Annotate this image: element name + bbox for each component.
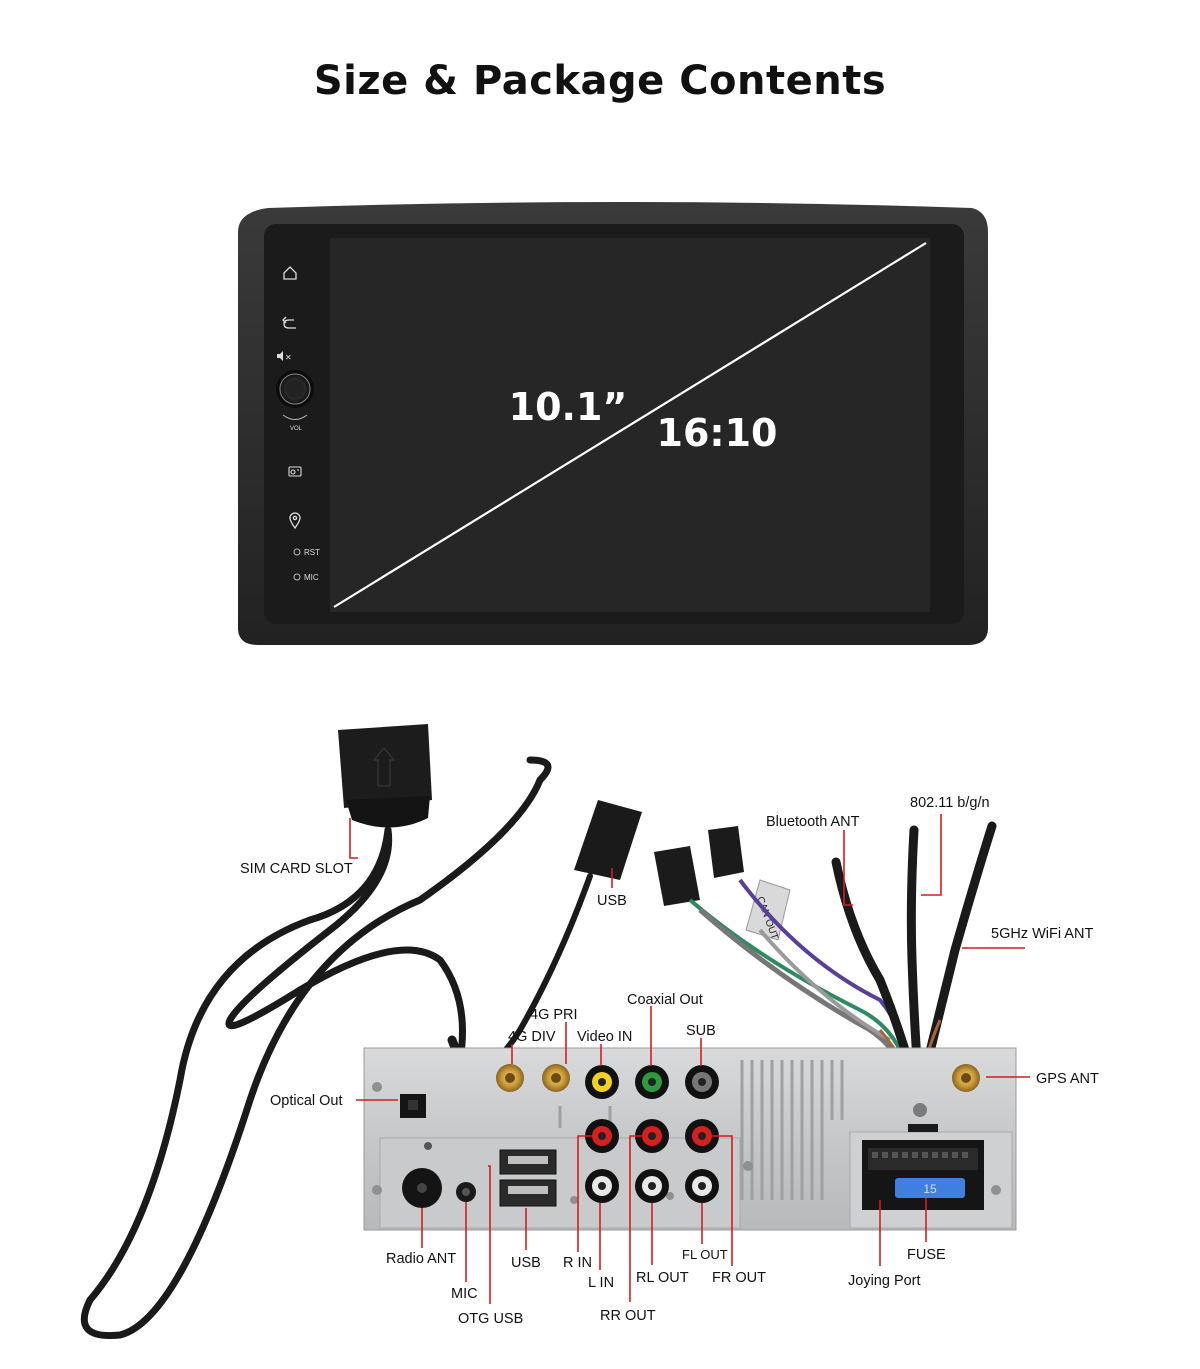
otg-usb-label: OTG USB: [458, 1311, 523, 1327]
radio-ant-label: Radio ANT: [386, 1251, 456, 1267]
navigation-icon[interactable]: [289, 512, 301, 530]
r-in-port: [585, 1119, 619, 1153]
screen-size-label: 10.1”: [509, 385, 628, 429]
labels: SIM CARD SLOT USB Bluetooth ANT 802.11 b…: [240, 795, 1099, 1327]
fr-out-label: FR OUT: [712, 1270, 766, 1286]
wifi-24-label: 802.11 b/g/n: [910, 795, 990, 811]
l-in-port: [585, 1169, 619, 1203]
sub-port: [685, 1065, 719, 1099]
sub-label: SUB: [686, 1023, 716, 1039]
r-in-label: R IN: [563, 1255, 592, 1271]
mic-side-label: MIC: [304, 573, 319, 582]
vol-label: VOL: [290, 426, 303, 432]
svg-text:✕: ✕: [285, 353, 292, 362]
volume-knob[interactable]: VOL: [276, 370, 314, 432]
radio-icon[interactable]: [288, 466, 302, 477]
diagonal-line: [333, 242, 927, 608]
reset-button[interactable]: RST: [293, 548, 320, 557]
bluetooth-ant-label: Bluetooth ANT: [766, 814, 860, 830]
rear-panel: 15: [363, 1047, 1017, 1231]
usb-top-label: USB: [597, 893, 627, 909]
usb-top-plug: [574, 800, 642, 880]
l-in-label: L IN: [588, 1275, 614, 1291]
video-in-port: [585, 1065, 619, 1099]
usb-bottom-label: USB: [511, 1255, 541, 1271]
head-unit-frame: 10.1” 16:10 ✕ VOL RST: [238, 202, 988, 645]
fuse: [895, 1178, 965, 1198]
4g-div-label: 4G DIV: [508, 1029, 556, 1045]
rl-out-port: [635, 1169, 669, 1203]
sim-card-module: [338, 724, 432, 808]
coaxial-out-label: Coaxial Out: [627, 992, 703, 1008]
gps-ant-label: GPS ANT: [1036, 1071, 1099, 1087]
mic-hole: MIC: [293, 573, 319, 582]
leader-lines: [349, 814, 1030, 1304]
fuse-label: FUSE: [907, 1247, 946, 1263]
video-in-label: Video IN: [577, 1029, 632, 1045]
coaxial-out-port: [635, 1065, 669, 1099]
sim-card-slot-label: SIM CARD SLOT: [240, 861, 353, 877]
mute-icon[interactable]: ✕: [277, 351, 292, 362]
fr-out-port: [685, 1119, 719, 1153]
home-icon[interactable]: [283, 266, 297, 280]
joying-port-label: Joying Port: [848, 1273, 921, 1289]
cables: CAN OUT: [80, 724, 997, 1340]
aspect-ratio-label: 16:10: [657, 411, 778, 455]
rst-label: RST: [304, 548, 320, 557]
wifi-5ghz-label: 5GHz WiFi ANT: [991, 926, 1093, 942]
fl-out-port: [685, 1169, 719, 1203]
rl-out-label: RL OUT: [636, 1270, 689, 1286]
rr-out-label: RR OUT: [600, 1308, 656, 1324]
back-icon[interactable]: [282, 316, 296, 329]
page-title: Size & Package Contents: [313, 58, 887, 104]
rr-out-port: [635, 1119, 669, 1153]
mic-label: MIC: [451, 1286, 478, 1302]
optical-out-label: Optical Out: [270, 1093, 343, 1109]
fuse-rating: 15: [923, 1182, 937, 1196]
4g-pri-label: 4G PRI: [530, 1007, 578, 1023]
fl-out-label: FL OUT: [682, 1247, 728, 1262]
